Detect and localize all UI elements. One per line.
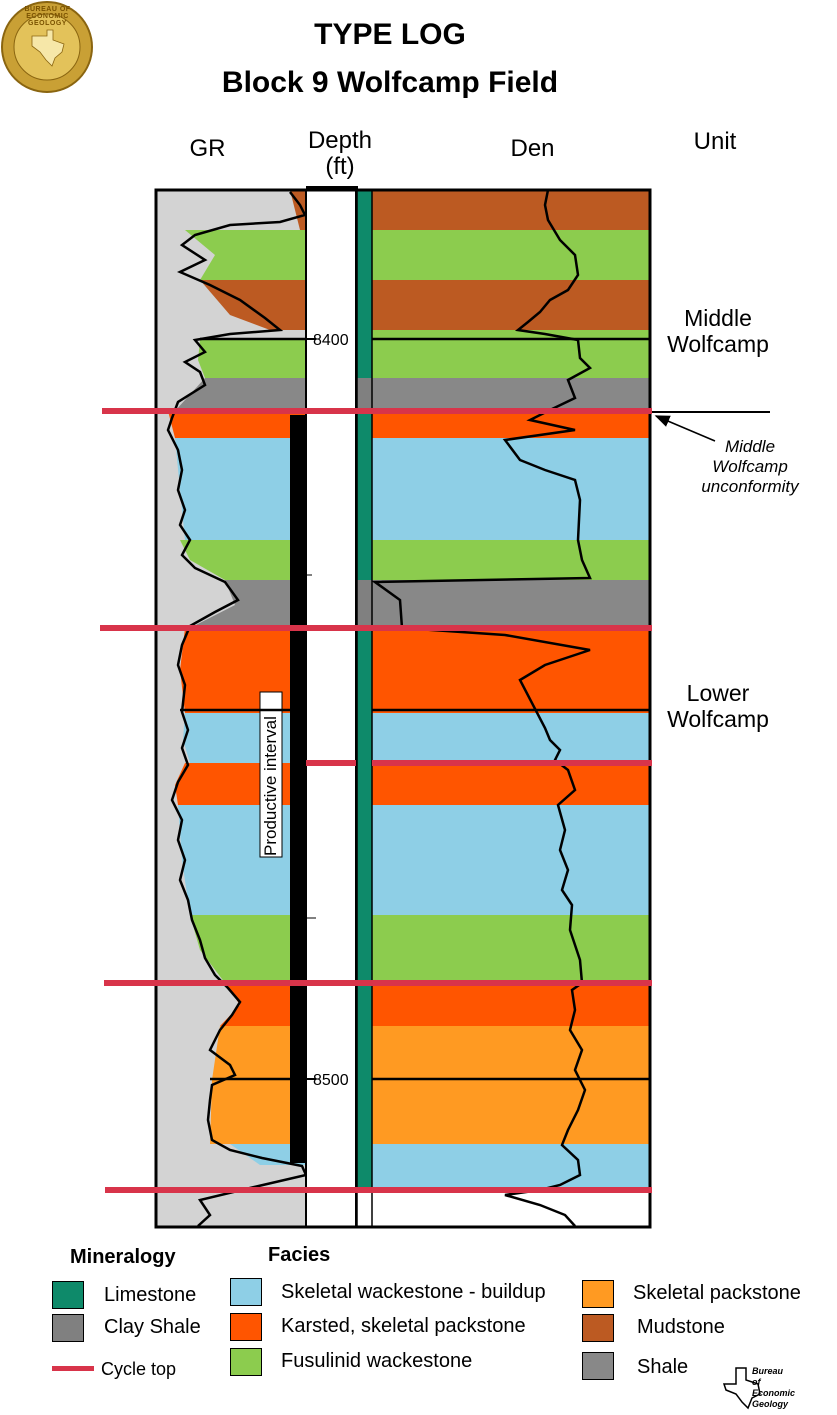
- band-fusulinid-wackestone: [372, 230, 650, 280]
- band-karsted-packstone: [180, 628, 306, 713]
- mineralogy-strip: [356, 189, 373, 1228]
- band-mudstone: [372, 280, 650, 330]
- legend-swatch-karsted-packstone: [230, 1313, 262, 1341]
- mineral-limestone: [357, 190, 372, 378]
- legend-swatch-clay-shale: [52, 1314, 84, 1342]
- band-skeletal-wackestone: [183, 713, 306, 763]
- band-karsted-packstone: [168, 411, 306, 438]
- band-shale: [175, 378, 306, 411]
- legend-facies-title: Facies: [268, 1244, 331, 1266]
- productive-interval-bar: [290, 415, 306, 1163]
- band-fusulinid-wackestone: [185, 230, 306, 280]
- legend-swatch-shale: [582, 1352, 614, 1380]
- depth-column-header: Depth (ft): [307, 127, 373, 180]
- band-karsted-packstone: [372, 983, 650, 1026]
- legend-label-cycle-top: Cycle top: [101, 1359, 177, 1379]
- band-mudstone: [372, 190, 650, 230]
- legend-label-clay-shale: Clay Shale: [104, 1316, 201, 1338]
- legend-label-skeletal-wackestone: Skeletal wackestone - buildup: [281, 1281, 546, 1303]
- cycle-tops: [100, 408, 652, 1193]
- gr-column: [156, 190, 308, 1227]
- legend-swatch-mudstone: [582, 1314, 614, 1342]
- beg-logo-text: Bureau of Economic Geology: [752, 1366, 796, 1409]
- band-skeletal-wackestone: [175, 438, 306, 540]
- bureau-seal-logo: BUREAU OF ECONOMIC GEOLOGY: [0, 0, 95, 95]
- mineral-clay-shale: [357, 378, 372, 411]
- band-karsted-packstone: [372, 763, 650, 805]
- legend-swatch-skeletal-wackestone: [230, 1278, 262, 1306]
- legend-label-karsted-packstone: Karsted, skeletal packstone: [281, 1315, 526, 1337]
- mineral-clay-shale: [357, 580, 372, 628]
- legend-label-shale: Shale: [637, 1356, 689, 1378]
- band-skeletal-wackestone: [372, 1144, 650, 1190]
- den-column-header: Den: [510, 135, 555, 162]
- band-mudstone: [290, 190, 306, 230]
- band-skeletal-wackestone: [230, 1144, 306, 1165]
- mineral-limestone: [357, 411, 372, 580]
- beg-texas-logo: [722, 1367, 761, 1410]
- unconformity-arrow: [654, 415, 716, 442]
- band-fusulinid-wackestone: [180, 540, 306, 580]
- band-karsted-packstone: [220, 983, 306, 1026]
- band-karsted-packstone: [372, 411, 650, 438]
- band-skeletal-packstone: [372, 1026, 650, 1144]
- gr-column-header: GR: [189, 135, 226, 162]
- legend-label-skeletal-packstone: Skeletal packstone: [633, 1282, 801, 1304]
- unit-label-middle-wolfcamp: Middle Wolfcamp: [667, 305, 769, 357]
- band-skeletal-packstone: [210, 1026, 306, 1144]
- band-fusulinid-wackestone: [372, 915, 650, 983]
- band-fusulinid-wackestone: [372, 330, 650, 378]
- band-karsted-packstone: [175, 763, 306, 805]
- depth-tick-8500: 8500: [313, 1072, 349, 1089]
- legend-swatch-fusulinid-wackestone: [230, 1348, 262, 1376]
- legend-swatch-limestone: [52, 1281, 84, 1309]
- page-title: TYPE LOG: [314, 18, 466, 51]
- legend-mineralogy-title: Mineralogy: [70, 1246, 176, 1268]
- band-skeletal-wackestone: [372, 805, 650, 915]
- band-skeletal-wackestone: [178, 805, 306, 915]
- depth-tick-8400: 8400: [313, 332, 349, 349]
- den-curve: [371, 189, 593, 1227]
- unit-label-lower-wolfcamp: Lower Wolfcamp: [667, 680, 769, 732]
- log-outer-border: [154, 188, 652, 1229]
- legend-label-mudstone: Mudstone: [637, 1316, 725, 1338]
- band-skeletal-wackestone: [372, 713, 650, 763]
- legend-label-limestone: Limestone: [104, 1284, 197, 1306]
- page-subtitle: Block 9 Wolfcamp Field: [221, 66, 559, 99]
- band-shale: [372, 378, 650, 411]
- band-skeletal-wackestone: [372, 438, 650, 540]
- unconformity-annotation: Middle Wolfcamp unconformity: [701, 437, 799, 496]
- band-fusulinid-wackestone: [190, 915, 306, 983]
- legend-swatch-skeletal-packstone: [582, 1280, 614, 1308]
- band-fusulinid-wackestone: [198, 340, 306, 378]
- band-karsted-packstone: [372, 628, 650, 713]
- band-shale: [372, 580, 650, 628]
- legend-swatch-cycle-top: [52, 1366, 94, 1371]
- den-facies-bands: [372, 190, 650, 1227]
- seal-text: BUREAU OF ECONOMIC GEOLOGY: [24, 6, 71, 27]
- band-shale: [190, 580, 306, 628]
- productive-interval-label: Productive interval: [261, 716, 280, 856]
- mineral-limestone: [357, 628, 372, 1190]
- band-fusulinid-wackestone: [372, 540, 650, 580]
- legend-label-fusulinid-wackestone: Fusulinid wackestone: [281, 1350, 473, 1372]
- unit-column-header: Unit: [693, 128, 737, 155]
